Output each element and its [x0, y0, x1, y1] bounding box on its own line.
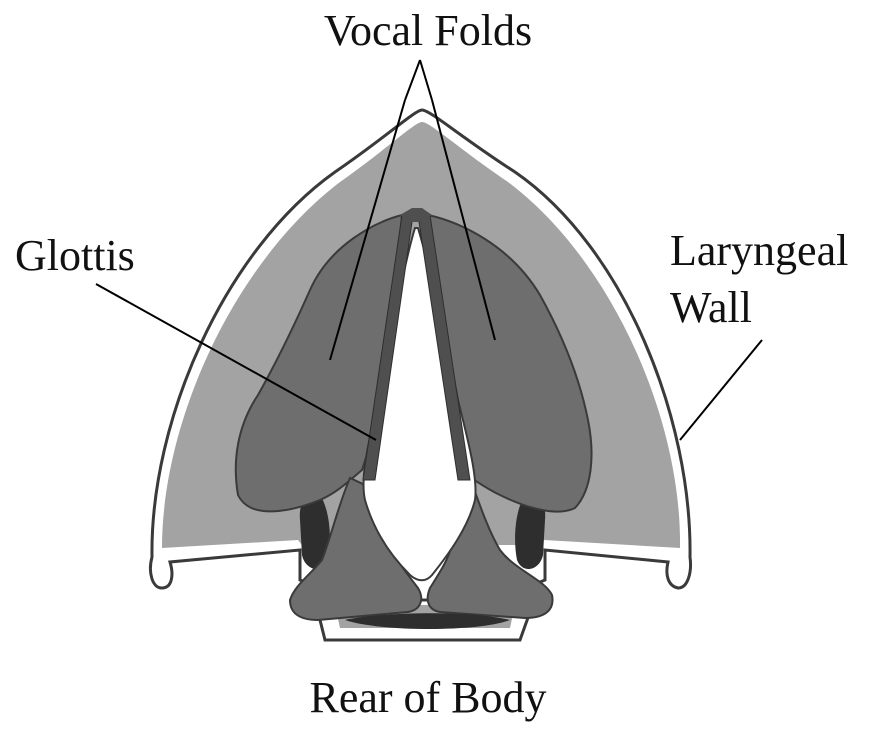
- laryngeal-wall-label-line1: Laryngeal: [670, 226, 848, 275]
- rear-of-body-label: Rear of Body: [309, 673, 546, 722]
- vocal-folds-leader-right: [420, 60, 432, 100]
- vocal-folds-label: Vocal Folds: [324, 6, 532, 55]
- vocal-folds-leader-left: [405, 60, 420, 100]
- laryngeal-wall-leader: [680, 340, 762, 440]
- glottis-label: Glottis: [15, 231, 135, 280]
- laryngeal-wall-label-line2: Wall: [670, 283, 752, 332]
